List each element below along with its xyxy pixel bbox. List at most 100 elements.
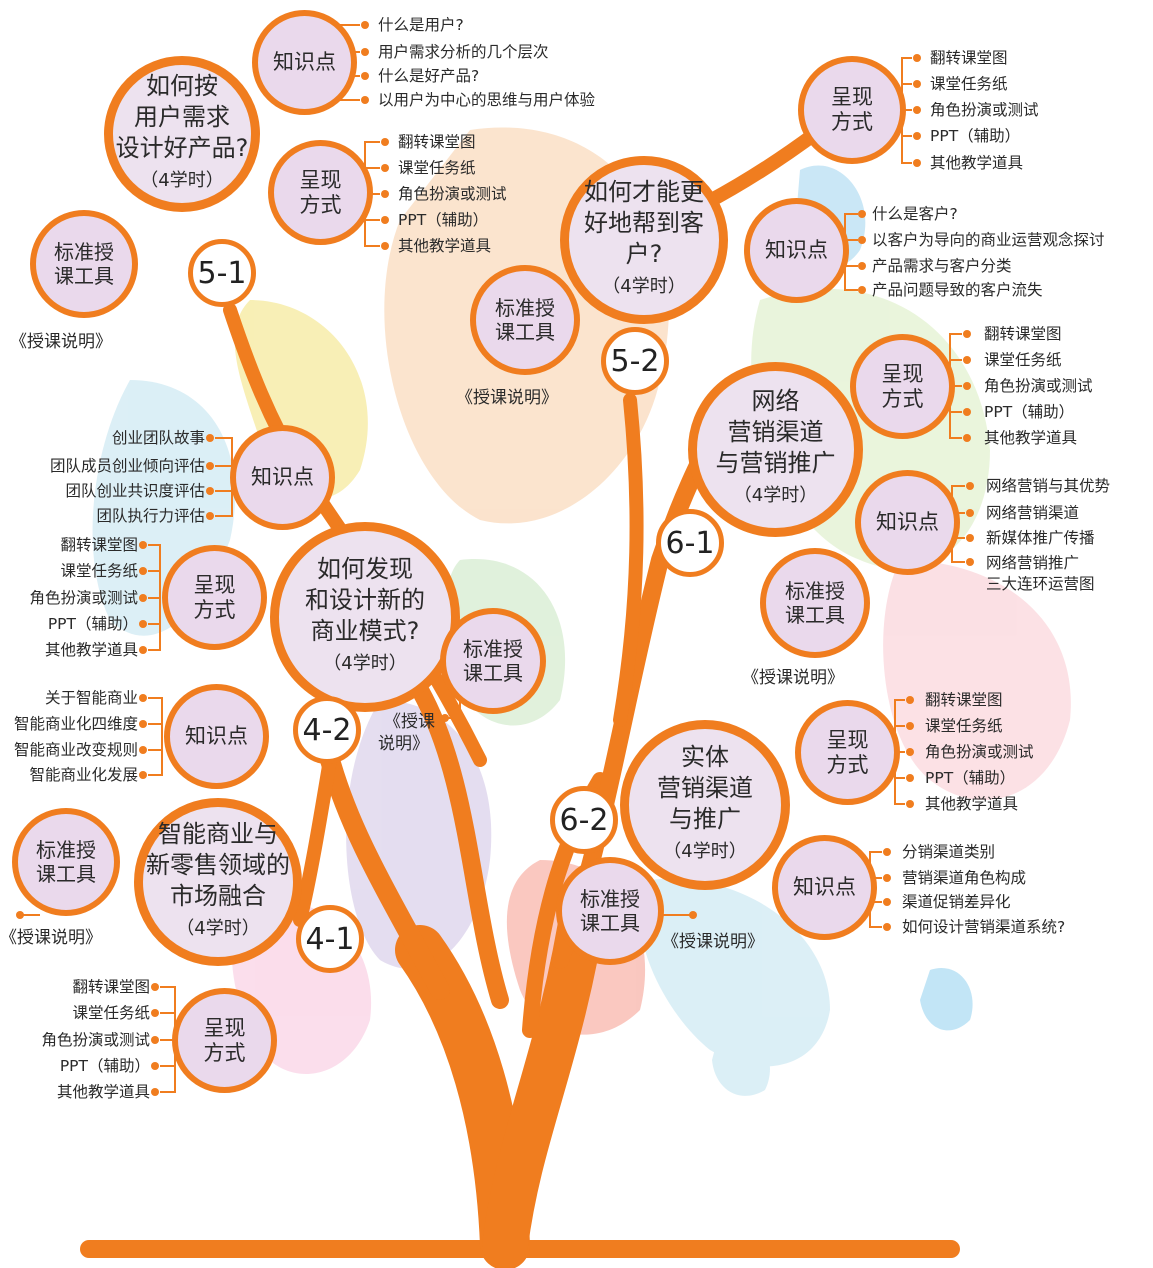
knowledge-item: 产品问题导致的客户流失 bbox=[872, 281, 1043, 299]
module-6-2-knowledge-node: 知识点 bbox=[772, 835, 877, 940]
teaching-note: 《授课说明》 bbox=[456, 388, 558, 408]
knowledge-label: 知识点 bbox=[185, 724, 248, 748]
module-hours: （4学时） bbox=[602, 275, 686, 297]
teaching-note: 《授课说明》 bbox=[10, 332, 112, 352]
module-hours: （4学时） bbox=[140, 169, 224, 191]
present-item: 角色扮演或测试 bbox=[930, 101, 1039, 119]
present-item: 其他教学道具 bbox=[56, 1083, 150, 1101]
knowledge-item: 团队成员创业倾向评估 bbox=[49, 457, 205, 475]
knowledge-item: 关于智能商业 bbox=[44, 689, 138, 707]
tool-label-line: 课工具 bbox=[495, 320, 555, 344]
module-title-line: 如何发现 bbox=[317, 554, 413, 583]
knowledge-item: 渠道促销差异化 bbox=[902, 893, 1011, 911]
tool-label-line: 标准授 bbox=[580, 887, 640, 911]
knowledge-item: 创业团队故事 bbox=[111, 429, 205, 447]
present-item: PPT（辅助） bbox=[398, 211, 489, 229]
present-item: 课堂任务纸 bbox=[72, 1004, 150, 1022]
present-item: 课堂任务纸 bbox=[925, 717, 1003, 735]
module-code-badge: 4-2 bbox=[293, 696, 361, 764]
knowledge-item: 三大连环运营图 bbox=[986, 575, 1095, 593]
module-title-line: 市场融合 bbox=[170, 881, 266, 910]
module-5-1-tool-node: 标准授 课工具 bbox=[30, 210, 138, 318]
knowledge-item: 网络营销渠道 bbox=[986, 504, 1080, 522]
module-6-1-knowledge-node: 知识点 bbox=[855, 470, 960, 575]
knowledge-label: 知识点 bbox=[793, 875, 856, 899]
present-item: PPT（辅助） bbox=[59, 1057, 150, 1075]
module-6-1-present-node: 呈现 方式 bbox=[850, 334, 955, 439]
module-4-1-title-node: 智能商业与 新零售领域的 市场融合 （4学时） bbox=[134, 798, 302, 966]
module-title-line: 营销渠道 bbox=[657, 773, 753, 802]
module-title-line: 与营销推广 bbox=[715, 449, 836, 477]
connector-dots bbox=[16, 21, 974, 1096]
tool-label-line: 课工具 bbox=[463, 661, 523, 685]
present-label-line: 方式 bbox=[881, 386, 924, 411]
module-code-badge: 6-2 bbox=[550, 786, 618, 854]
knowledge-item: 用户需求分析的几个层次 bbox=[378, 43, 549, 61]
module-6-2-title-node: 实体 营销渠道 与推广 （4学时） bbox=[620, 720, 790, 890]
module-5-1-knowledge-node: 知识点 bbox=[252, 10, 357, 115]
tool-label-line: 标准授 bbox=[463, 637, 523, 661]
knowledge-item: 网络营销与其优势 bbox=[986, 477, 1111, 495]
present-item: 课堂任务纸 bbox=[398, 159, 476, 177]
present-item: 翻转课堂图 bbox=[925, 691, 1003, 709]
module-5-1-title-node: 如何按 用户需求 设计好产品? （4学时） bbox=[104, 56, 260, 212]
tool-label-line: 标准授 bbox=[785, 579, 845, 603]
present-item: 翻转课堂图 bbox=[984, 325, 1062, 343]
tool-label-line: 课工具 bbox=[785, 603, 845, 627]
present-label-line: 方式 bbox=[193, 597, 236, 622]
teaching-note-line: 说明》 bbox=[378, 734, 429, 754]
module-code-badge: 5-2 bbox=[601, 327, 669, 395]
module-4-1-tool-node: 标准授 课工具 bbox=[12, 808, 120, 916]
module-6-1-title-node: 网络 营销渠道 与营销推广 （4学时） bbox=[688, 362, 863, 537]
knowledge-item: 新媒体推广传播 bbox=[986, 529, 1095, 547]
teaching-note: 《授课说明》 bbox=[662, 932, 764, 952]
module-4-2-tool-node: 标准授 课工具 bbox=[440, 608, 546, 714]
module-title-line: 如何按 bbox=[146, 71, 218, 100]
present-item: 角色扮演或测试 bbox=[984, 377, 1093, 395]
knowledge-item: 以用户为中心的思维与用户体验 bbox=[378, 91, 596, 109]
tool-label-line: 课工具 bbox=[36, 862, 96, 886]
module-title-line: 好地帮到客户? bbox=[584, 208, 704, 268]
module-title-line: 新零售领域的 bbox=[146, 850, 290, 879]
present-item: 课堂任务纸 bbox=[60, 562, 138, 580]
present-label-line: 方式 bbox=[203, 1040, 246, 1065]
teaching-note: 《授课说明》 bbox=[0, 928, 102, 948]
knowledge-item: 网络营销推广 bbox=[986, 554, 1080, 572]
present-item: PPT（辅助） bbox=[930, 127, 1021, 145]
knowledge-item: 团队执行力评估 bbox=[96, 507, 205, 525]
module-6-1-tool-node: 标准授 课工具 bbox=[760, 548, 870, 658]
present-label-line: 呈现 bbox=[193, 572, 236, 597]
module-title-line: 与推广 bbox=[669, 804, 741, 833]
module-6-2-present-node: 呈现 方式 bbox=[795, 700, 900, 805]
module-title-line: 商业模式? bbox=[310, 616, 420, 645]
present-item: 角色扮演或测试 bbox=[925, 743, 1034, 761]
module-title-line: 设计好产品? bbox=[115, 133, 249, 162]
knowledge-label: 知识点 bbox=[251, 465, 314, 489]
module-hours: （4学时） bbox=[323, 652, 407, 674]
module-title-line: 网络 bbox=[751, 387, 800, 415]
module-title-line: 用户需求 bbox=[134, 102, 230, 131]
module-4-1-knowledge-node: 知识点 bbox=[164, 684, 269, 789]
present-item: 翻转课堂图 bbox=[930, 49, 1008, 67]
module-5-1-present-node: 呈现 方式 bbox=[268, 140, 373, 245]
present-item: 翻转课堂图 bbox=[398, 133, 476, 151]
module-hours: （4学时） bbox=[663, 840, 747, 862]
module-code-badge: 6-1 bbox=[656, 509, 724, 577]
module-4-2-present-node: 呈现 方式 bbox=[162, 545, 267, 650]
knowledge-item: 什么是用户? bbox=[378, 16, 464, 34]
module-title-line: 智能商业与 bbox=[158, 819, 278, 848]
module-title-line: 实体 bbox=[681, 742, 729, 771]
tool-label-line: 标准授 bbox=[54, 240, 114, 264]
present-item: 其他教学道具 bbox=[398, 237, 492, 255]
tool-label-line: 课工具 bbox=[580, 911, 640, 935]
present-label-line: 呈现 bbox=[831, 85, 873, 109]
knowledge-item: 分销渠道类别 bbox=[902, 843, 996, 861]
module-5-2-title-node: 如何才能更 好地帮到客户? （4学时） bbox=[560, 156, 728, 324]
present-item: 角色扮演或测试 bbox=[29, 589, 138, 607]
knowledge-item: 智能商业改变规则 bbox=[13, 741, 138, 759]
module-code-badge: 4-1 bbox=[296, 905, 364, 973]
module-4-1-present-node: 呈现 方式 bbox=[172, 988, 277, 1093]
module-4-2-knowledge-node: 知识点 bbox=[230, 425, 335, 530]
present-item: 角色扮演或测试 bbox=[41, 1031, 150, 1049]
